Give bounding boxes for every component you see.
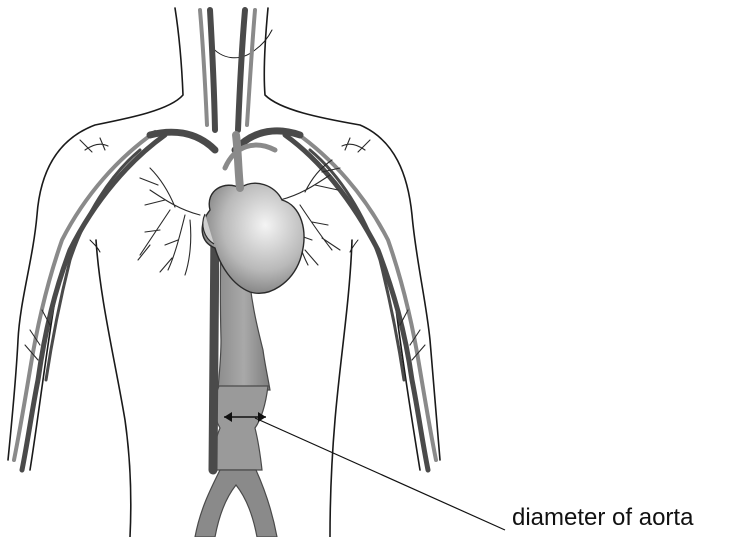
subclavian-vessels: [150, 131, 300, 168]
left-lung-vessels: [138, 168, 200, 275]
diameter-of-aorta-label: diameter of aorta: [512, 506, 693, 530]
label-leader-line: [255, 418, 505, 530]
neck-vessels: [200, 10, 255, 130]
